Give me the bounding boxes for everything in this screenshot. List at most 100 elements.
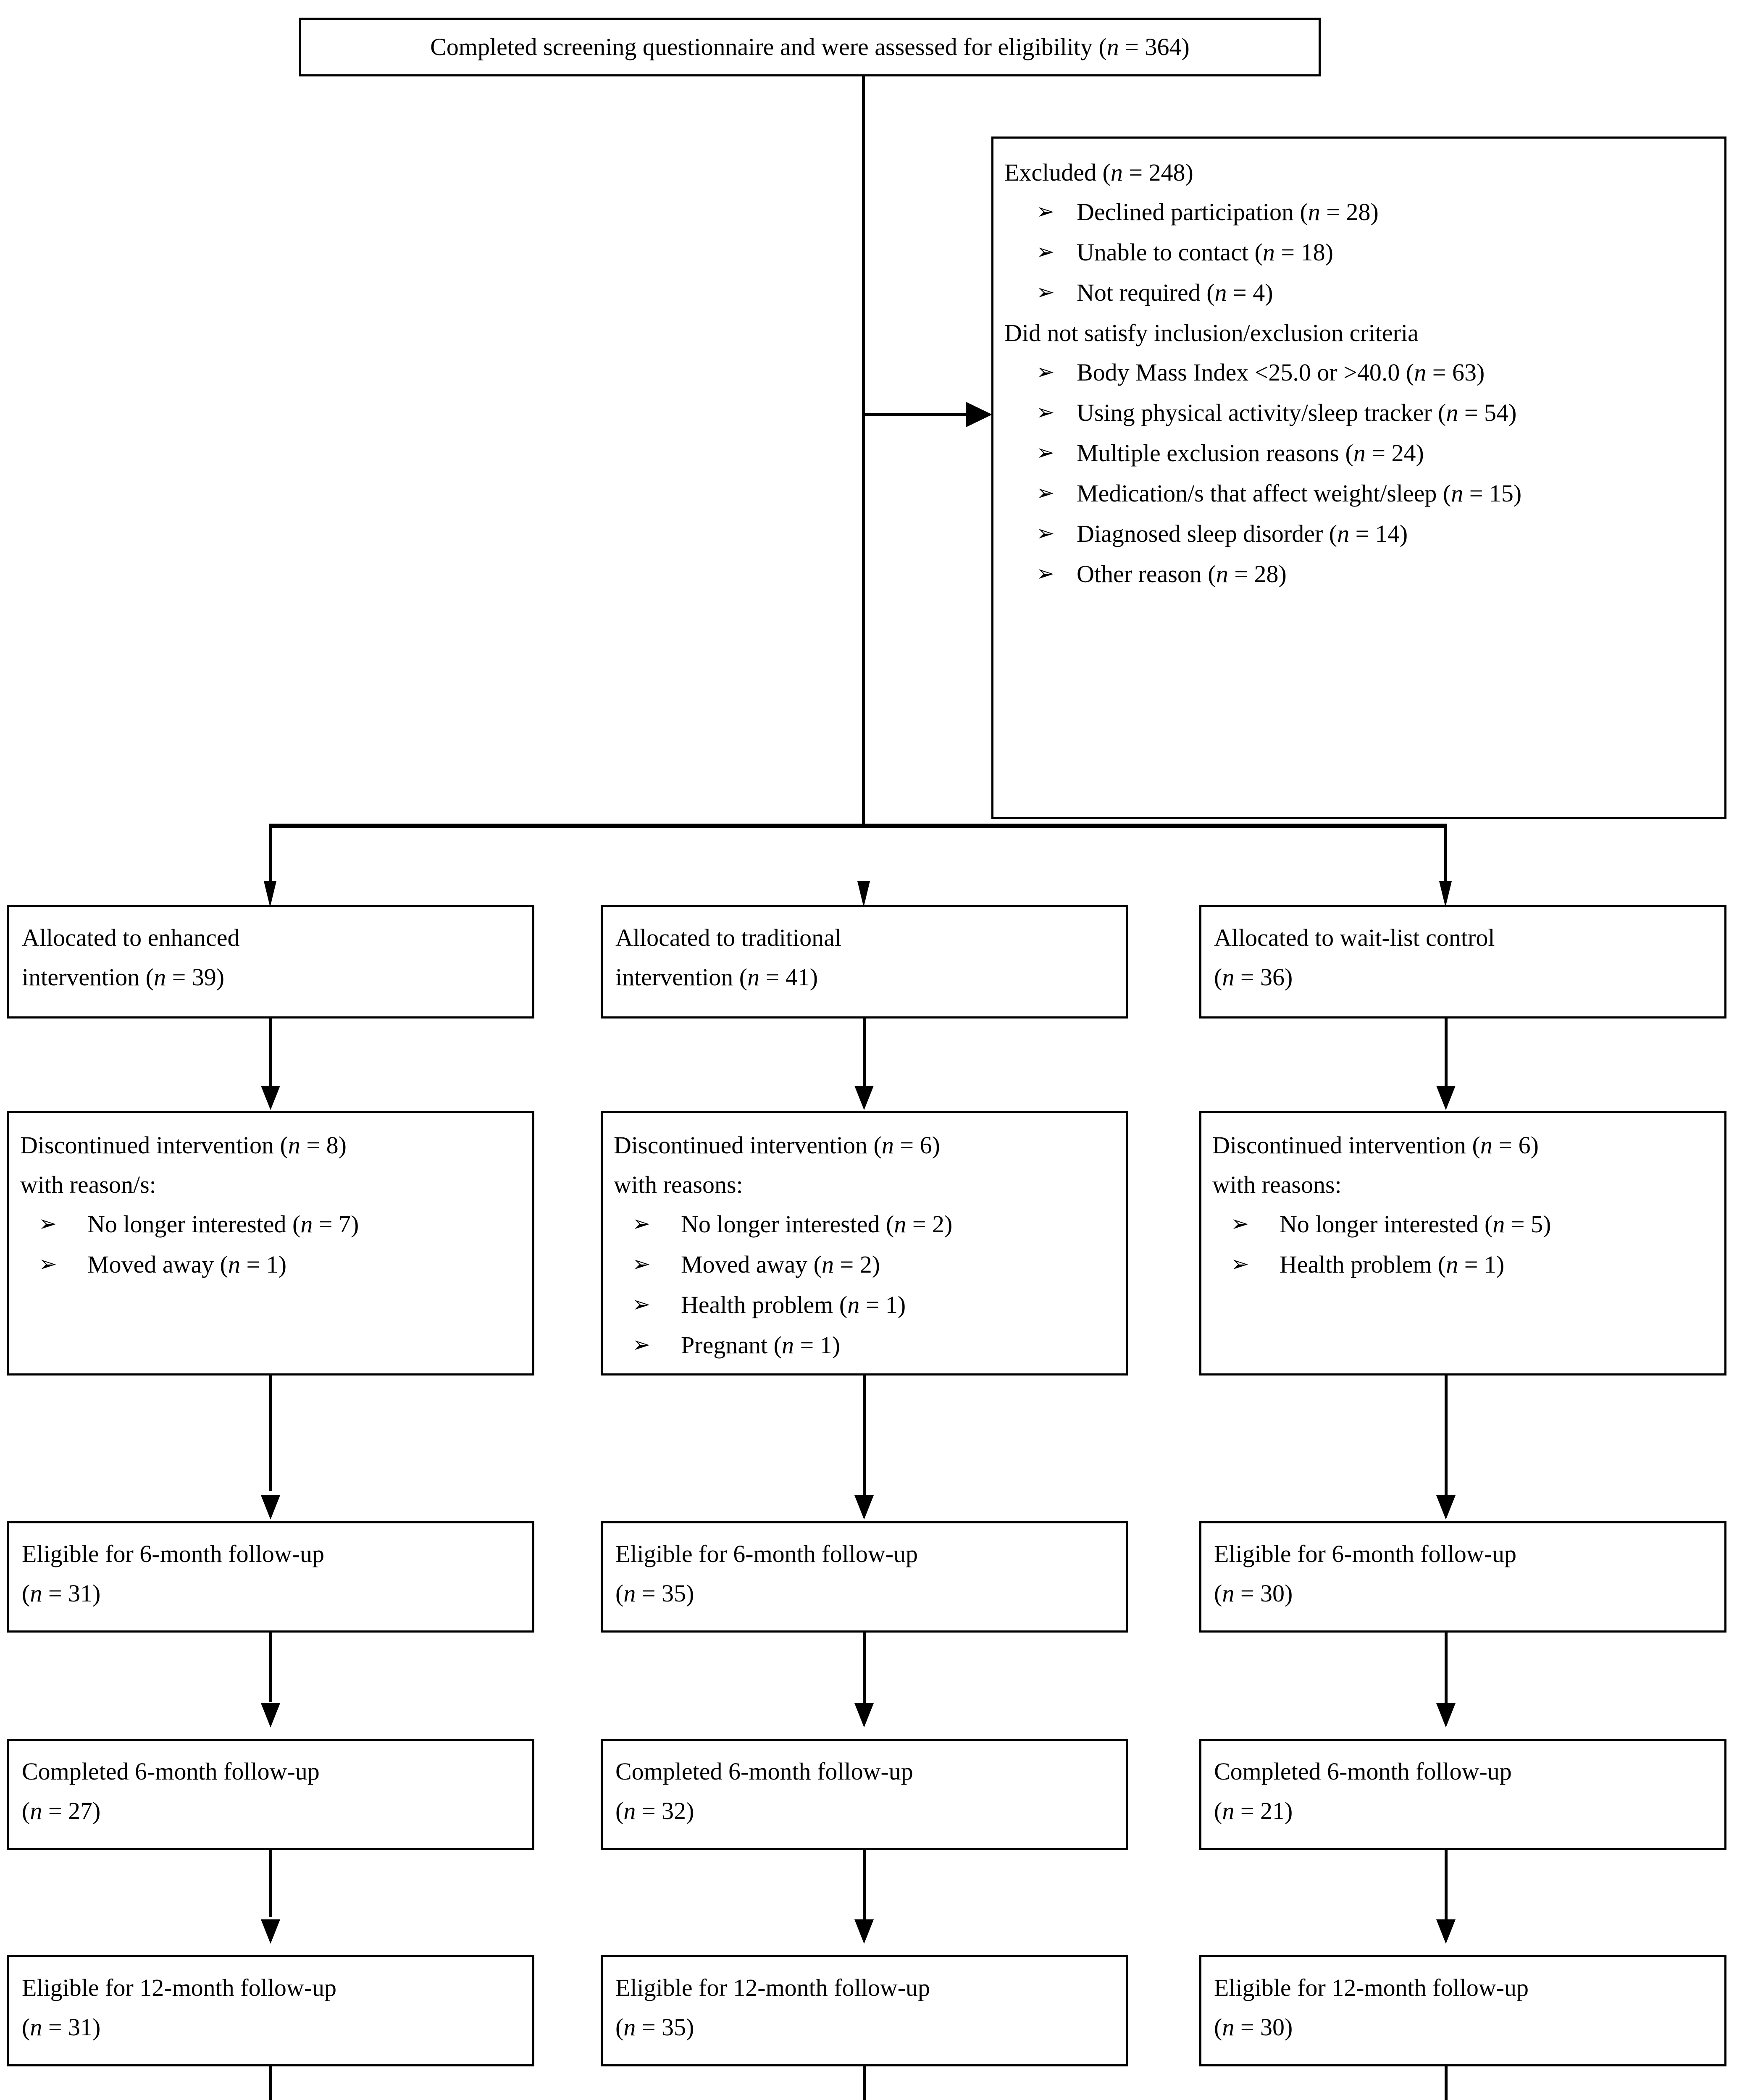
arrow-bullet-icon: ➢ [1036, 561, 1055, 586]
allocation-box-waitlist: Allocated to wait-list control (n = 36) [1199, 905, 1726, 1018]
italic-n: n [822, 1250, 834, 1278]
italic-n: n [1492, 1210, 1505, 1238]
eligible6-line-2: (n = 35) [615, 1579, 694, 1607]
discontinued-line-1: Discontinued intervention (n = 6) [614, 1131, 940, 1159]
arrow-bullet-icon: ➢ [1036, 359, 1055, 385]
list-item: ➢Pregnant (n = 1) [614, 1326, 1115, 1365]
list-item: ➢No longer interested (n = 5) [1212, 1205, 1713, 1244]
arrow-enhanced-to-completed6 [261, 1703, 280, 1727]
italic-n: n [300, 1210, 313, 1238]
list-item: ➢Health problem (n = 1) [614, 1285, 1115, 1325]
italic-n: n [881, 1131, 894, 1159]
italic-n: n [623, 1797, 636, 1824]
arrow-to-excluded [966, 402, 992, 427]
italic-n: n [782, 1331, 794, 1359]
discontinued-line-1: Discontinued intervention (n = 6) [1212, 1131, 1539, 1159]
arrow-enhanced-to-eligible12 [261, 1919, 280, 1944]
discontinued-reasons-traditional: ➢No longer interested (n = 2) ➢Moved awa… [614, 1205, 1115, 1365]
connector-enhanced-disc-to-elig6 [269, 1376, 272, 1491]
allocation-line-2: intervention (n = 39) [22, 963, 225, 991]
eligible-6month-box-enhanced: Eligible for 6-month follow-up (n = 31) [7, 1521, 534, 1633]
completed-6month-box-traditional: Completed 6-month follow-up (n = 32) [601, 1739, 1128, 1850]
italic-n: n [623, 1579, 636, 1607]
excluded-reasons-top-list: ➢Declined participation (n = 28) ➢Unable… [1004, 192, 1713, 312]
arrow-bullet-icon: ➢ [39, 1251, 57, 1277]
italic-n: n [1446, 1250, 1458, 1278]
italic-n: n [228, 1250, 241, 1278]
connector-enhanced-alloc-to-disc [269, 1018, 272, 1065]
arrow-traditional-to-completed6 [854, 1703, 874, 1727]
discontinued-box-waitlist: Discontinued intervention (n = 6) with r… [1199, 1111, 1726, 1376]
completed6-line-1: Completed 6-month follow-up [1214, 1758, 1512, 1785]
eligible6-line-2: (n = 31) [22, 1579, 101, 1607]
allocation-box-enhanced: Allocated to enhanced intervention (n = … [7, 905, 534, 1018]
connector-traditional-elig6-to-comp6 [863, 1633, 866, 1704]
list-item: ➢Moved away (n = 1) [20, 1245, 521, 1284]
connector-waitlist-alloc-to-disc [1445, 1018, 1448, 1088]
italic-n: n [1451, 479, 1464, 507]
arrow-enhanced-to-eligible6 [261, 1495, 280, 1520]
eligible-6month-box-waitlist: Eligible for 6-month follow-up (n = 30) [1199, 1521, 1726, 1633]
arrow-to-allocation-waitlist [1439, 881, 1452, 907]
allocation-line-2: (n = 36) [1214, 963, 1293, 991]
list-item: ➢No longer interested (n = 7) [20, 1205, 521, 1244]
discontinued-line-2: with reason/s: [20, 1171, 156, 1198]
connector-branch-bar [269, 824, 1447, 828]
italic-n: n [1222, 1579, 1235, 1607]
italic-n: n [1446, 399, 1458, 426]
arrow-bullet-icon: ➢ [1036, 239, 1055, 265]
italic-n: n [1262, 238, 1275, 266]
eligible6-line-1: Eligible for 6-month follow-up [615, 1540, 918, 1567]
list-item: ➢Moved away (n = 2) [614, 1245, 1115, 1284]
arrow-traditional-to-eligible12 [854, 1919, 874, 1944]
discontinued-line-1: Discontinued intervention (n = 8) [20, 1131, 347, 1159]
arrow-bullet-icon: ➢ [632, 1292, 651, 1317]
arrow-waitlist-to-eligible12 [1436, 1919, 1456, 1944]
eligible-12month-box-enhanced: Eligible for 12-month follow-up (n = 31) [7, 1955, 534, 2066]
eligible6-line-1: Eligible for 6-month follow-up [1214, 1540, 1517, 1567]
italic-n: n [288, 1131, 300, 1159]
list-item: ➢Unable to contact (n = 18) [1004, 233, 1713, 272]
completed-6month-box-waitlist: Completed 6-month follow-up (n = 21) [1199, 1739, 1726, 1850]
arrow-bullet-icon: ➢ [1231, 1251, 1249, 1277]
arrow-bullet-icon: ➢ [1036, 520, 1055, 546]
eligible12-line-2: (n = 30) [1214, 2013, 1293, 2041]
arrow-waitlist-to-eligible6 [1436, 1495, 1456, 1520]
connector-traditional-elig12-to-comp12 [863, 2066, 866, 2100]
connector-enhanced-elig12-to-comp12 [269, 2066, 272, 2100]
connector-enhanced-comp6-to-elig12 [269, 1850, 272, 1917]
discontinued-reasons-enhanced: ➢No longer interested (n = 7) ➢Moved awa… [20, 1205, 521, 1284]
eligible12-line-1: Eligible for 12-month follow-up [615, 1974, 930, 2001]
connector-waitlist-disc-to-elig6 [1445, 1376, 1448, 1495]
italic-n: n [1480, 1131, 1492, 1159]
arrow-bullet-icon: ➢ [1036, 440, 1055, 465]
completed6-line-1: Completed 6-month follow-up [22, 1758, 320, 1785]
arrow-bullet-icon: ➢ [632, 1211, 651, 1236]
completed6-line-2: (n = 32) [615, 1797, 694, 1824]
discontinued-line-2: with reasons: [1212, 1171, 1342, 1198]
excluded-heading: Excluded (n = 248) [1004, 159, 1193, 186]
enrollment-label: Completed screening questionnaire and we… [430, 33, 1190, 61]
eligible-12month-box-traditional: Eligible for 12-month follow-up (n = 35) [601, 1955, 1128, 2066]
arrow-bullet-icon: ➢ [1036, 399, 1055, 425]
arrow-bullet-icon: ➢ [1036, 480, 1055, 506]
eligible12-line-2: (n = 35) [615, 2013, 694, 2041]
arrow-bullet-icon: ➢ [1231, 1211, 1249, 1236]
italic-n: n [1337, 520, 1350, 547]
connector-excluded-horizontal [862, 413, 967, 416]
arrow-bullet-icon: ➢ [632, 1332, 651, 1357]
italic-n: n [1214, 278, 1227, 306]
list-item: ➢Body Mass Index <25.0 or >40.0 (n = 63) [1004, 353, 1713, 392]
connector-traditional-disc-to-elig6 [863, 1376, 866, 1495]
arrow-to-allocation-traditional [857, 881, 870, 907]
arrow-traditional-to-discontinued [854, 1086, 874, 1110]
italic-n: n [1222, 2013, 1235, 2041]
discontinued-box-traditional: Discontinued intervention (n = 6) with r… [601, 1111, 1128, 1376]
allocation-line-1: Allocated to enhanced [22, 924, 240, 951]
completed6-line-2: (n = 27) [22, 1797, 101, 1824]
connector-enhanced-elig6-to-comp6 [269, 1633, 272, 1702]
eligible12-line-1: Eligible for 12-month follow-up [1214, 1974, 1529, 2001]
arrow-bullet-icon: ➢ [39, 1211, 57, 1236]
eligible6-line-1: Eligible for 6-month follow-up [22, 1540, 325, 1567]
